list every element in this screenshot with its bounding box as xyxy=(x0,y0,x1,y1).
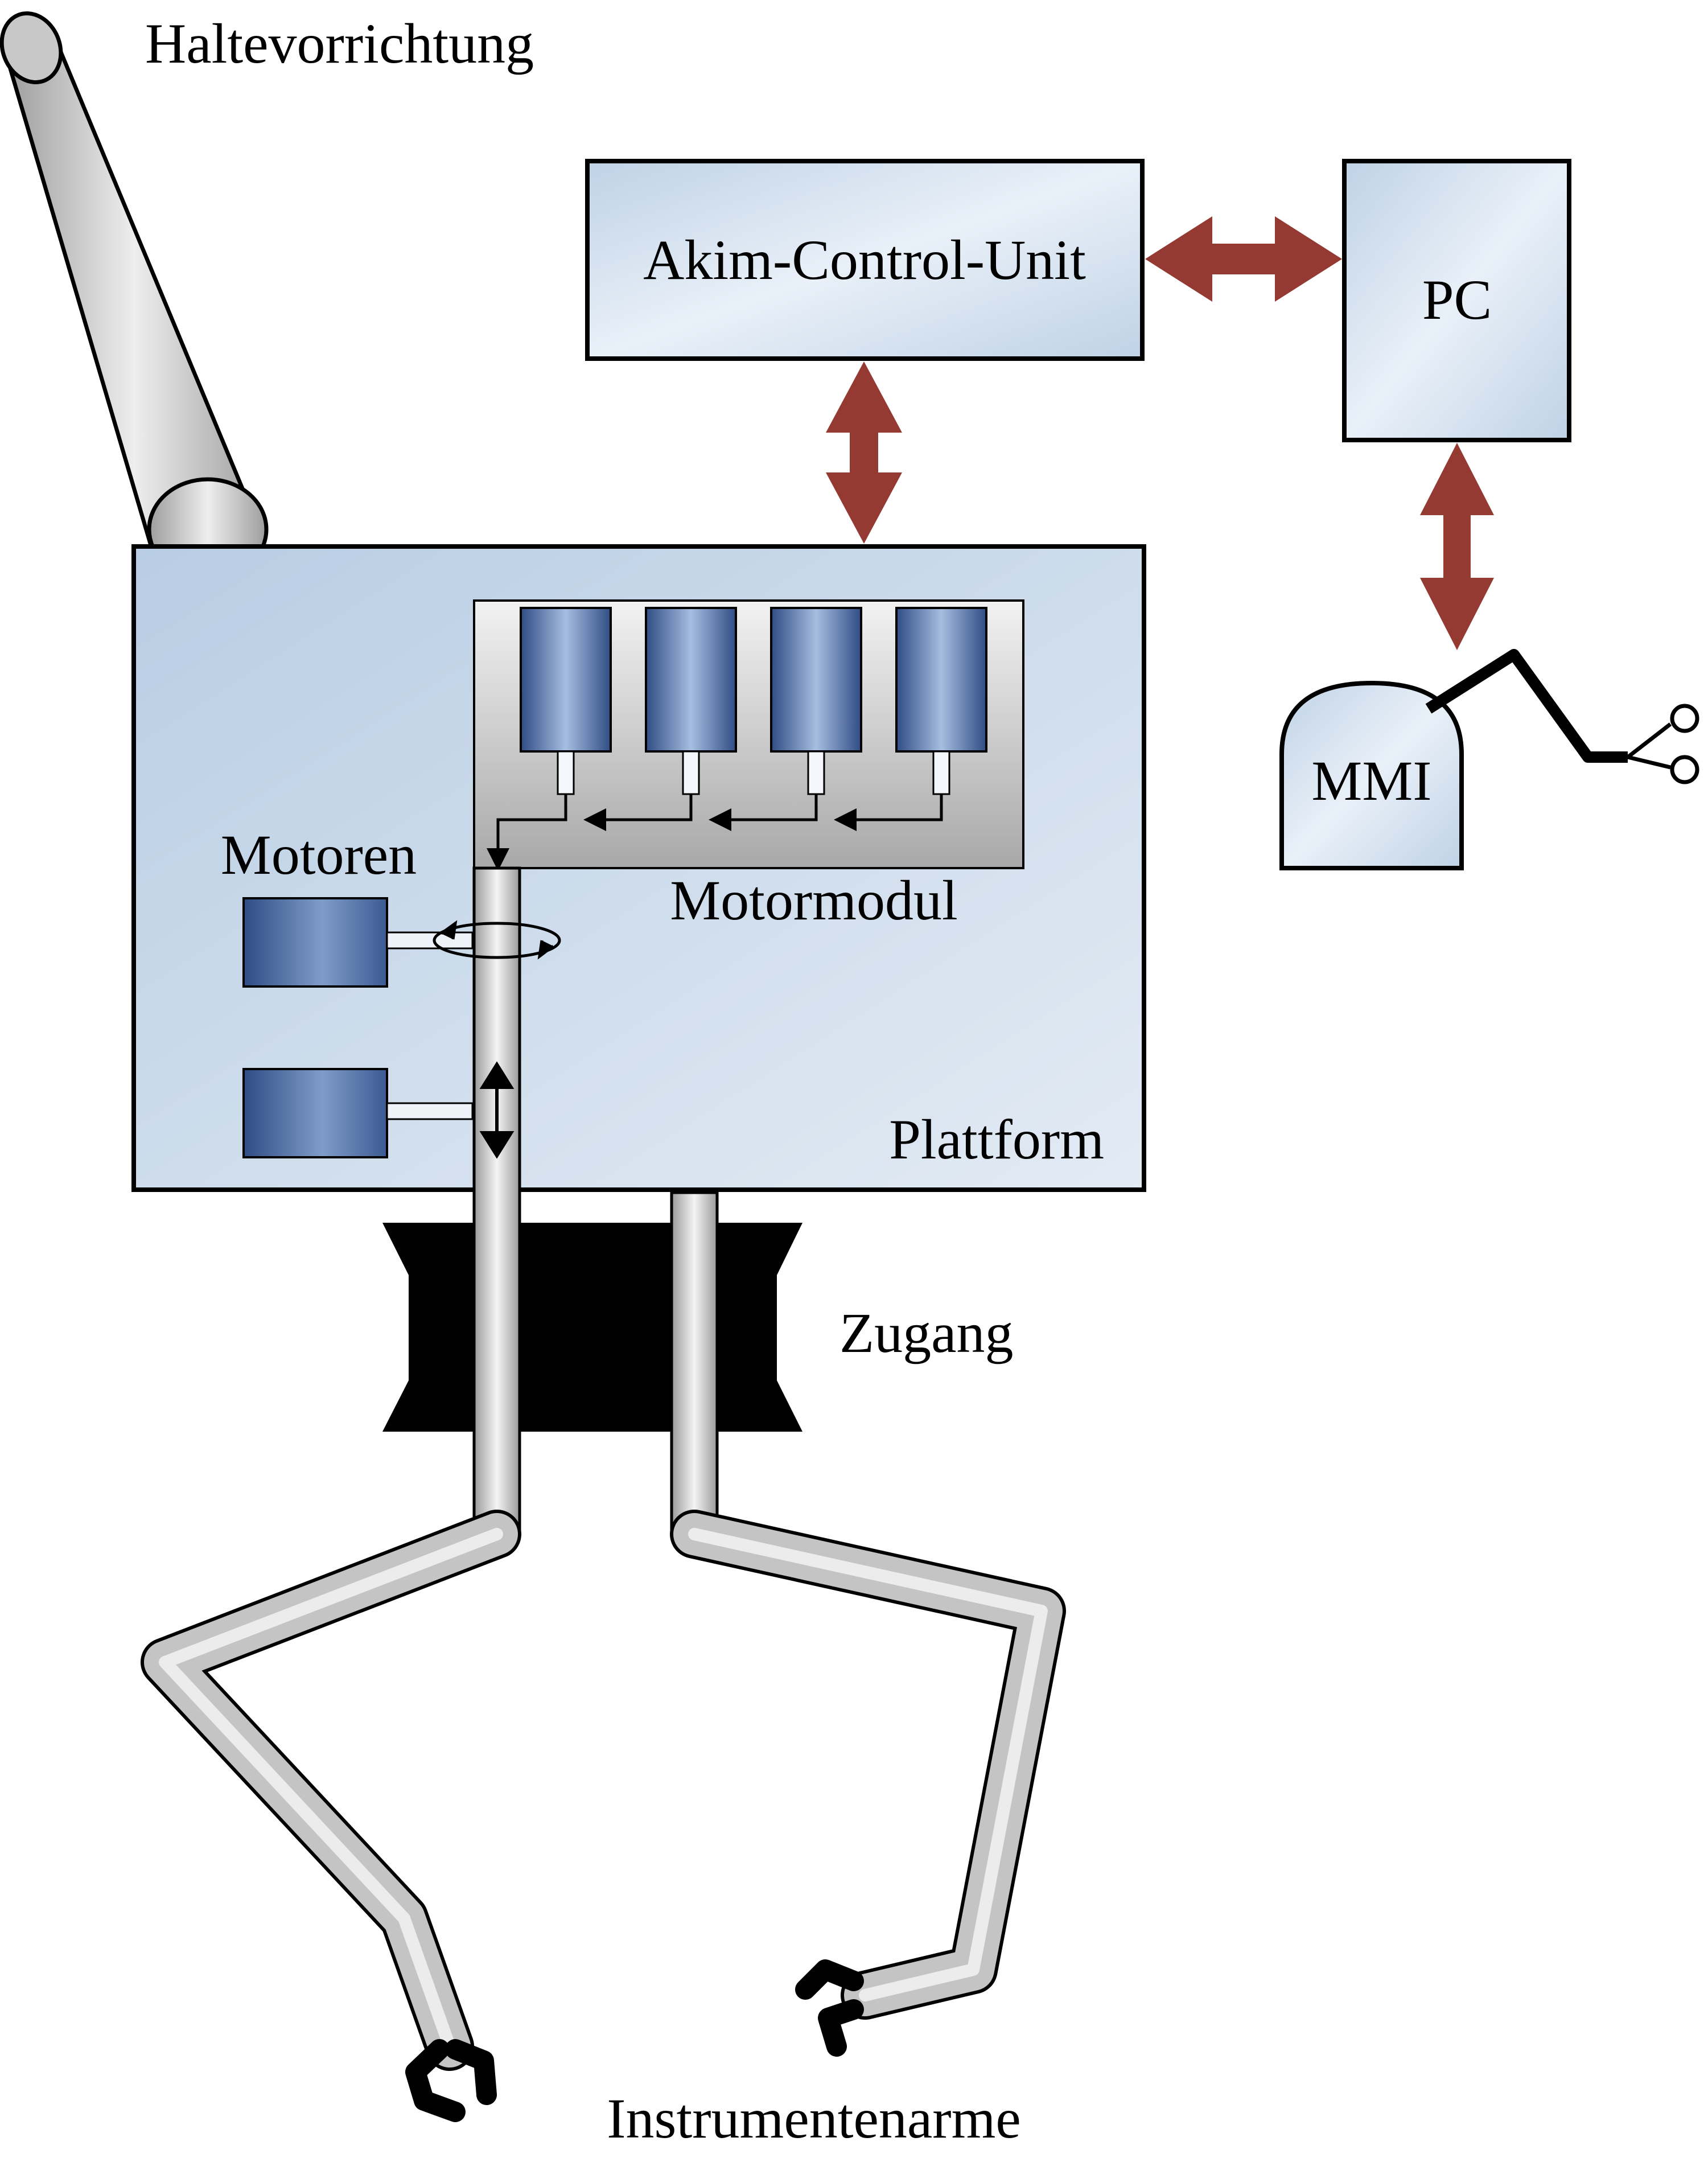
access-label: Zugang xyxy=(839,1301,1013,1364)
arrows-red xyxy=(826,216,1494,650)
scissor-handle-icon xyxy=(1670,704,1699,733)
module-transmission-lines xyxy=(487,794,943,871)
arrow-control-pc xyxy=(1145,216,1342,302)
scissor-handle-icon xyxy=(1670,755,1699,784)
instrument-arm-right xyxy=(670,1510,1066,2057)
holder-tube xyxy=(0,11,269,582)
motor-rotation xyxy=(242,897,388,988)
module-motor-2 xyxy=(645,607,737,753)
module-motor-4 xyxy=(895,607,987,753)
access-port xyxy=(382,1223,802,1432)
instrument-shaft-right xyxy=(670,1191,719,1536)
instrument-arm-left xyxy=(141,1510,521,2122)
pc-box xyxy=(1342,159,1571,442)
arrow-control-platform xyxy=(826,361,902,544)
control-unit-label: Akim-Control-Unit xyxy=(643,228,1086,291)
rotation-indicator-icon xyxy=(433,920,561,960)
mmi-device xyxy=(1279,649,1699,870)
control-unit-box xyxy=(585,159,1145,361)
instrument-shaft-left xyxy=(472,866,521,1536)
module-motors xyxy=(520,607,987,795)
holder-label: Haltevorrichtung xyxy=(145,12,534,75)
motor-module-label: Motormodul xyxy=(670,869,958,932)
mmi-label: MMI xyxy=(1311,749,1431,812)
translation-indicator-icon xyxy=(479,1061,515,1159)
instrument-arms-label: Instrumentenarme xyxy=(607,2087,1021,2150)
motor-translation xyxy=(242,1068,388,1158)
motors-label: Motoren xyxy=(221,823,417,886)
pc-label: PC xyxy=(1422,268,1492,331)
module-motor-3 xyxy=(770,607,862,753)
platform-label: Plattform xyxy=(889,1108,1104,1171)
module-motor-1 xyxy=(520,607,612,753)
arrow-pc-mmi xyxy=(1420,443,1494,650)
